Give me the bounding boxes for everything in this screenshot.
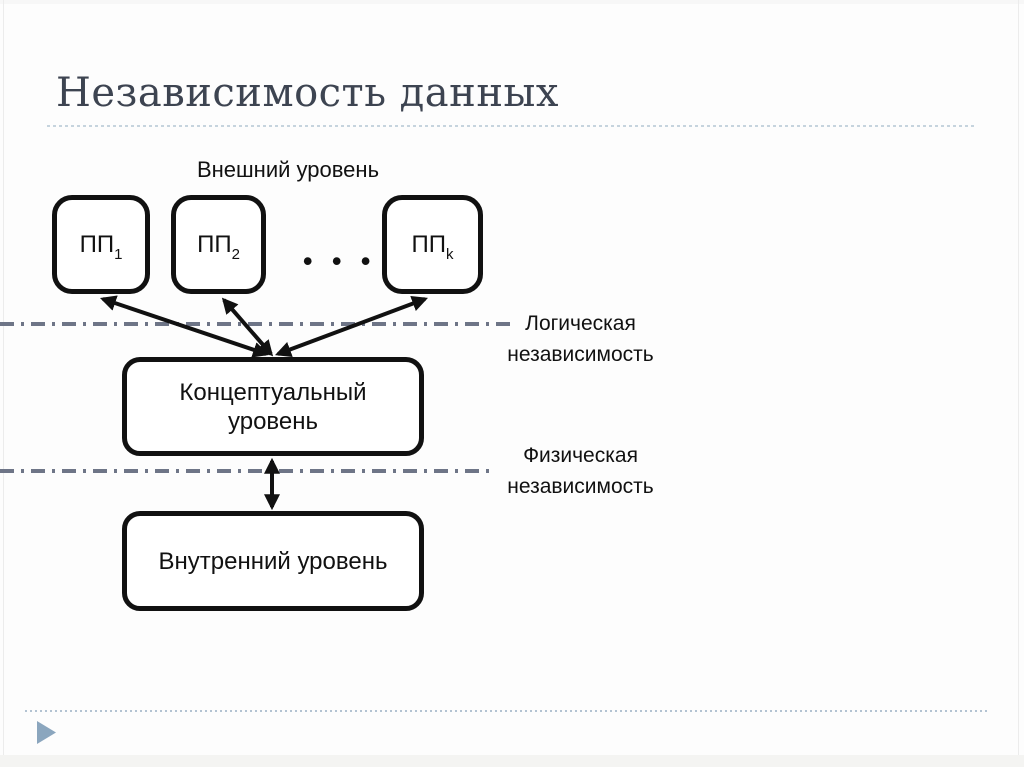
slide-top-edge <box>0 0 1024 4</box>
logical-independence-label: Логическая независимость <box>507 312 654 366</box>
slide-left-edge <box>3 0 4 767</box>
conceptual-level-label: Концептуальный уровень <box>179 378 367 435</box>
footer-play-triangle-icon <box>37 721 56 744</box>
footer-dotted-line <box>25 710 990 712</box>
pp2-subscript: 2 <box>231 245 240 263</box>
external-box-pp1: ПП1 <box>52 195 150 294</box>
ppk-subscript: k <box>446 245 454 263</box>
conceptual-level-box: Концептуальный уровень <box>122 357 424 456</box>
title-underline <box>47 125 975 127</box>
external-box-ppk: ППk <box>382 195 483 294</box>
arrow-pp2-conceptual <box>221 297 274 357</box>
pp1-subscript: 1 <box>114 245 123 263</box>
external-box-pp2: ПП2 <box>171 195 266 294</box>
page-title: Независимость данных <box>56 70 559 116</box>
arrow-pp1-conceptual <box>99 295 270 358</box>
pp2-label: ПП2 <box>197 230 240 263</box>
internal-level-label: Внутренний уровень <box>158 547 388 575</box>
arrow-ppk-conceptual <box>275 295 428 358</box>
pp1-label: ПП1 <box>79 230 123 263</box>
ellipsis-dots: • • • <box>303 246 377 276</box>
internal-level-box: Внутренний уровень <box>122 511 424 611</box>
ppk-label: ППk <box>411 230 454 263</box>
bottom-strip <box>0 755 1024 767</box>
physical-independence-label: Физическая независимость <box>507 444 654 498</box>
slide-right-edge <box>1018 0 1019 767</box>
external-level-label: Внешний уровень <box>196 157 380 182</box>
